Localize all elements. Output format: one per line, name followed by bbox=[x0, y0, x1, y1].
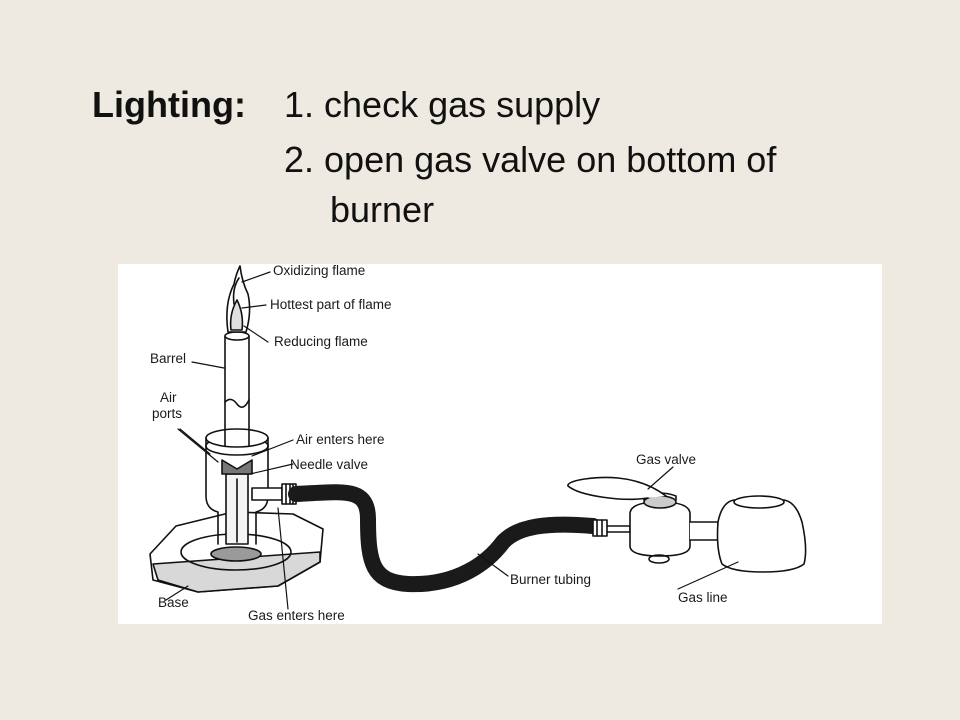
label-barrel: Barrel bbox=[150, 351, 186, 366]
label-reducing-flame: Reducing flame bbox=[274, 334, 368, 349]
label-gas-valve: Gas valve bbox=[636, 452, 696, 467]
burner-tubing bbox=[288, 484, 601, 593]
step-1: 1. check gas supply bbox=[284, 84, 601, 125]
step-2: 2. open gas valve on bottom of bbox=[284, 139, 777, 180]
bunsen-burner-diagram: Oxidizing flame Hottest part of flame Re… bbox=[118, 264, 882, 624]
lighting-heading: Lighting: bbox=[92, 84, 246, 125]
diagram-svg: Oxidizing flame Hottest part of flame Re… bbox=[149, 264, 807, 623]
burner-collar bbox=[205, 428, 269, 545]
label-needle-valve: Needle valve bbox=[290, 457, 368, 472]
label-ports: ports bbox=[152, 406, 182, 421]
burner-base bbox=[149, 511, 324, 593]
label-base: Base bbox=[158, 595, 189, 610]
label-burner-tubing: Burner tubing bbox=[510, 572, 591, 587]
step-2-continued: burner bbox=[330, 189, 435, 230]
label-oxidizing-flame: Oxidizing flame bbox=[273, 264, 365, 278]
label-air-enters: Air enters here bbox=[296, 432, 385, 447]
flame bbox=[226, 265, 251, 333]
gas-valve bbox=[567, 476, 719, 564]
label-leaders bbox=[165, 271, 739, 610]
label-gas-line: Gas line bbox=[678, 590, 728, 605]
gas-line bbox=[716, 495, 807, 573]
label-hottest-part: Hottest part of flame bbox=[270, 297, 392, 312]
label-air: Air bbox=[160, 390, 177, 405]
label-gas-enters: Gas enters here bbox=[248, 608, 345, 623]
